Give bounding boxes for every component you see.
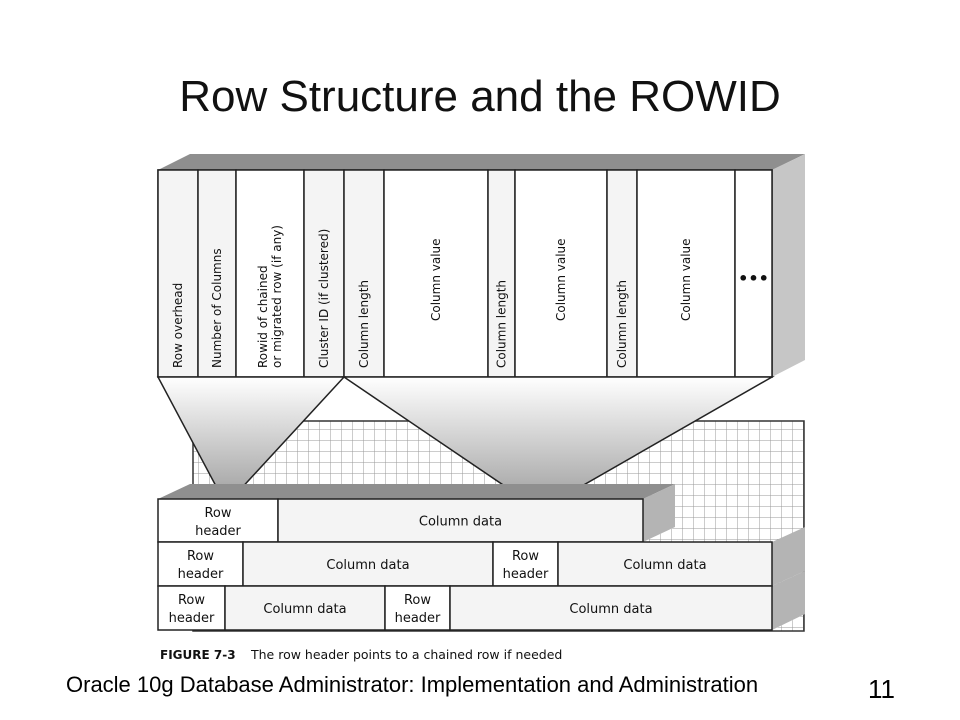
row-header-cell: Row header	[157, 498, 279, 543]
column-data-cell: Column data	[449, 585, 773, 631]
row-header-label: header	[395, 611, 441, 626]
row-header-label: Row	[187, 549, 214, 564]
row-field-label: Column value	[429, 238, 443, 321]
block-row-1-side	[643, 484, 675, 542]
row-header-label: header	[503, 567, 549, 582]
row-field-0: Row overhead	[157, 169, 199, 378]
row-box-top	[158, 154, 805, 170]
row-field-label: Number of Columns	[210, 248, 224, 368]
row-field-label: Column value	[679, 238, 693, 321]
row-field-4: Column length	[343, 169, 385, 378]
row-field-label: Column length	[615, 280, 629, 368]
row-field-label: Column length	[357, 280, 371, 368]
column-data-label: Column data	[569, 602, 652, 617]
figure-caption-text: The row header points to a chained row i…	[250, 647, 562, 662]
row-field-label: Rowid of chained	[256, 265, 270, 368]
row-header-cell: Row header	[157, 541, 244, 587]
row-header-label: header	[195, 524, 241, 539]
row-field-label: Column length	[495, 280, 509, 368]
row-header-label: Row	[204, 506, 231, 521]
row-field-10: •••	[734, 169, 773, 378]
column-data-cell: Column data	[242, 541, 494, 587]
row-header-cell: Row header	[384, 585, 451, 631]
row-field-label: Column value	[554, 238, 568, 321]
block-row-3-side	[772, 571, 805, 630]
row-field-ellipsis: •••	[738, 269, 769, 288]
column-data-label: Column data	[623, 558, 706, 573]
row-field-8: Column length	[606, 169, 638, 378]
column-data-cell: Column data	[557, 541, 773, 587]
row-header-label: header	[178, 567, 224, 582]
row-field-3: Cluster ID (if clustered)	[303, 169, 345, 378]
row-header-label: header	[169, 611, 215, 626]
column-data-label: Column data	[263, 602, 346, 617]
column-data-label: Column data	[419, 515, 502, 530]
block-row-2-side	[772, 527, 805, 586]
row-structure-box: Row overhead Number of Columns Rowid of ch…	[157, 154, 805, 378]
row-field-label: or migrated row (if any)	[270, 225, 284, 368]
row-header-label: Row	[512, 549, 539, 564]
row-header-label: Row	[178, 593, 205, 608]
column-data-cell: Column data	[277, 498, 644, 543]
row-header-cell: Row header	[492, 541, 559, 587]
row-field-5: Column value	[383, 169, 489, 378]
row-field-1: Number of Columns	[197, 169, 237, 378]
row-field-7: Column value	[514, 169, 608, 378]
page-number: 11	[868, 674, 895, 704]
column-data-funnel	[341, 376, 775, 511]
row-field-9: Column value	[636, 169, 736, 378]
row-header-funnel	[156, 376, 346, 507]
row-box-side	[772, 154, 805, 377]
column-data-cell: Column data	[224, 585, 386, 631]
figure-caption-label: FIGURE 7-3	[160, 648, 236, 662]
row-field-6: Column length	[487, 169, 516, 378]
row-header-cell: Row header	[157, 585, 226, 631]
chaining-funnels	[156, 376, 775, 511]
row-header-label: Row	[404, 593, 431, 608]
row-field-label: Row overhead	[171, 283, 185, 368]
column-data-label: Column data	[326, 558, 409, 573]
slide-footer: Oracle 10g Database Administrator: Imple…	[66, 672, 759, 697]
row-field-label: Cluster ID (if clustered)	[317, 229, 331, 368]
block-row-1-top	[158, 484, 675, 499]
slide-title: Row Structure and the ROWID	[179, 72, 781, 121]
